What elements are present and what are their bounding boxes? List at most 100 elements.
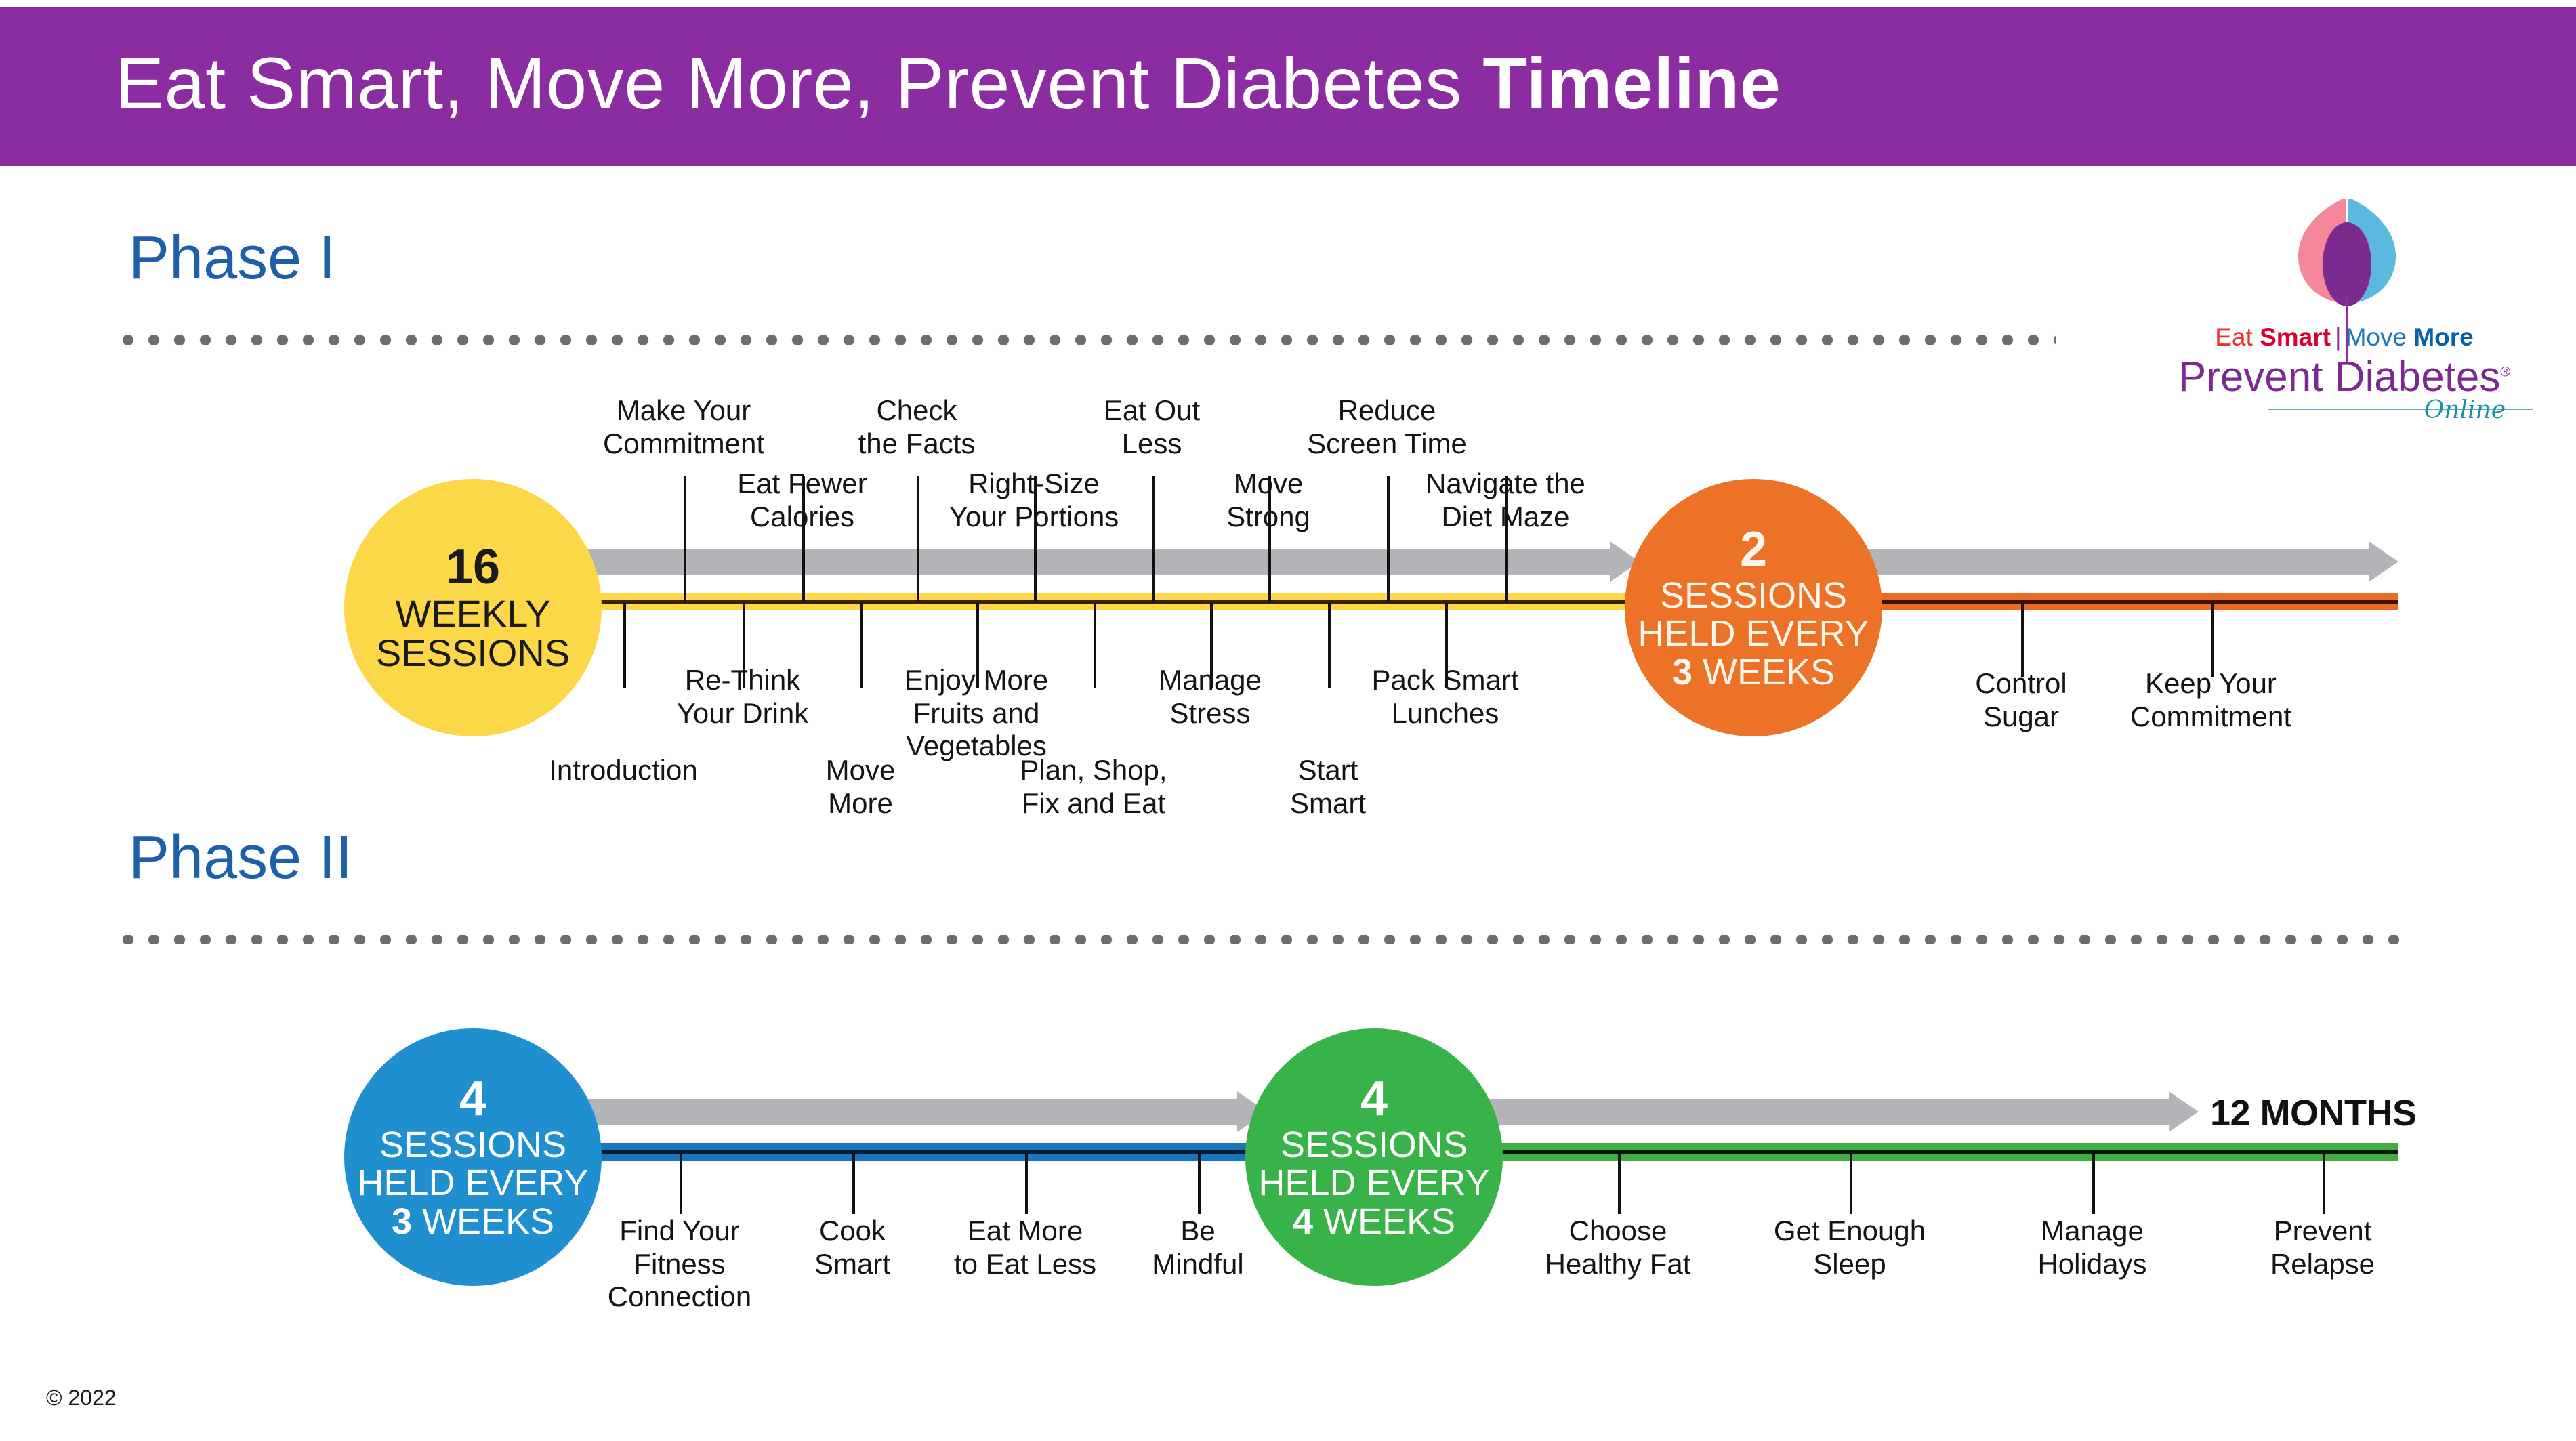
phase1-orange-bar-line	[1829, 600, 2398, 604]
copyright-notice: © 2022	[46, 1385, 117, 1410]
label-be-mindful: Be Mindful	[1152, 1215, 1244, 1280]
label-manage-holidays: Manage Holidays	[2037, 1215, 2147, 1280]
label-pack-smart-lunches: Pack Smart Lunches	[1371, 664, 1519, 729]
phase2-gray-arrow-segment-1	[583, 1091, 1267, 1132]
label-re-think-your-drink: Re-Think Your Drink	[676, 664, 809, 729]
tick-down-2	[743, 603, 745, 688]
label-manage-stress: Manage Stress	[1159, 664, 1262, 729]
logo-underline	[2268, 409, 2533, 410]
tick-down-5	[1094, 603, 1096, 688]
label-check-the-facts: Check the Facts	[858, 394, 976, 459]
tick-down-8	[1445, 603, 1448, 688]
phase2-start-node-number: 4	[459, 1072, 487, 1127]
phase-2-dotted-rule	[115, 935, 2405, 944]
label-move-strong: Move Strong	[1226, 467, 1310, 532]
label-find-your-fitness-connection: Find Your Fitness Connection	[607, 1215, 752, 1313]
logo-tagline: Eat Smart|Move More	[2155, 323, 2534, 352]
tick-up-7	[1387, 476, 1390, 602]
page-title-bold: Timeline	[1482, 42, 1781, 124]
arrow-shaft	[583, 549, 1611, 575]
label-navigate-the-diet-maze: Navigate the Diet Maze	[1426, 467, 1585, 532]
label-plan-shop-fix-and-eat: Plan, Shop, Fix and Eat	[1020, 754, 1167, 819]
logo-eat-smart: Eat Smart	[2215, 323, 2331, 351]
logo-online-script: Online	[2424, 396, 2506, 424]
tick-down-10	[2211, 603, 2214, 677]
tick-down-3	[860, 603, 863, 688]
phase1-yellow-bar-line	[583, 600, 1680, 604]
tick-p2-2	[852, 1153, 855, 1214]
phase1-mid-node-line2: HELD EVERY	[1638, 613, 1869, 654]
tick-up-6	[1268, 476, 1271, 602]
logo-divider: |	[2334, 323, 2342, 351]
arrow-shaft	[583, 1099, 1239, 1125]
phase2-start-node-line1: SESSIONS	[379, 1125, 567, 1166]
tick-up-8	[1505, 476, 1508, 602]
phase1-yellow-bar	[583, 593, 1680, 610]
label-control-sugar: Control Sugar	[1975, 667, 2067, 732]
label-choose-healthy-fat: Choose Healthy Fat	[1545, 1215, 1691, 1280]
header-bar: Eat Smart, Move More, Prevent Diabetes T…	[0, 7, 2576, 166]
phase1-start-node: 16 WEEKLY SESSIONS	[344, 479, 602, 736]
tick-p2-3	[1025, 1153, 1028, 1214]
page-title: Eat Smart, Move More, Prevent Diabetes T…	[115, 41, 1781, 125]
phase-1-heading: Phase I	[129, 224, 336, 292]
arrow-shaft	[1863, 549, 2370, 575]
phase-2-heading: Phase II	[129, 824, 353, 892]
phase1-start-node-line2: SESSIONS	[375, 631, 570, 675]
phase1-orange-bar	[1829, 593, 2398, 610]
label-eat-fewer-calories: Eat Fewer Calories	[737, 467, 867, 532]
phase-1-timeline: Make Your Commitment Check the Facts Eat…	[0, 379, 2576, 819]
tick-up-3	[917, 476, 919, 602]
phase2-mid-node-line2: HELD EVERY	[1258, 1163, 1490, 1204]
phase1-mid-node-line3: 3 WEEKS	[1671, 651, 1835, 692]
label-keep-your-commitment: Keep Your Commitment	[2130, 667, 2292, 732]
tick-down-4	[976, 603, 979, 688]
tulip-logo-icon	[2298, 199, 2396, 306]
tick-p2-6	[1850, 1153, 1852, 1214]
phase2-mid-node: 4 SESSIONS HELD EVERY 4 WEEKS	[1245, 1028, 1503, 1286]
label-right-size-your-portions: Right-Size Your Portions	[949, 467, 1119, 532]
label-eat-out-less: Eat Out Less	[1103, 394, 1201, 459]
tick-up-4	[1034, 476, 1037, 602]
tick-up-2	[802, 476, 805, 602]
phase1-mid-node-line1: SESSIONS	[1659, 575, 1848, 617]
tick-up-1	[684, 476, 686, 602]
phase2-mid-node-line3: 4 WEEKS	[1292, 1200, 1456, 1242]
tick-down-7	[1328, 603, 1331, 688]
tick-p2-4	[1198, 1153, 1201, 1214]
twelve-months-label: 12 MONTHS	[2210, 1093, 2417, 1133]
phase2-start-node: 4 SESSIONS HELD EVERY 3 WEEKS	[344, 1028, 602, 1286]
phase1-gray-arrow-segment-1	[583, 541, 1640, 582]
phase2-mid-node-number: 4	[1360, 1072, 1388, 1127]
page-title-light: Eat Smart, Move More, Prevent Diabetes	[115, 42, 1483, 124]
phase-1-dotted-rule	[115, 335, 2056, 345]
phase2-gray-arrow-segment-2	[1484, 1091, 2199, 1132]
logo-stem	[2346, 295, 2348, 362]
tick-down-6	[1210, 603, 1213, 688]
label-reduce-screen-time: Reduce Screen Time	[1307, 394, 1467, 459]
phase1-start-node-number: 16	[445, 540, 501, 595]
phase1-gray-arrow-segment-2	[1863, 541, 2398, 582]
logo: Eat Smart|Move More Prevent Diabetes® On…	[2155, 193, 2534, 430]
phase2-start-node-line3: 3 WEEKS	[391, 1200, 555, 1242]
phase-2-timeline: 12 MONTHS Find Your Fitness Connection C…	[0, 969, 2576, 1328]
phase2-blue-bar-line	[583, 1150, 1308, 1154]
label-enjoy-more-fruits-and-vegetables: Enjoy More Fruits and Vegetables	[904, 664, 1049, 762]
label-introduction: Introduction	[549, 754, 698, 786]
tick-p2-1	[680, 1153, 682, 1214]
arrow-head-icon	[2169, 1091, 2199, 1132]
registered-mark: ®	[2500, 364, 2511, 380]
tick-p2-5	[1618, 1153, 1621, 1214]
arrow-shaft	[1484, 1099, 2170, 1125]
phase1-mid-node-number: 2	[1739, 522, 1768, 577]
label-prevent-relapse: Prevent Relapse	[2270, 1215, 2375, 1280]
arrow-head-icon	[2369, 541, 2398, 582]
label-move-more: Move More	[825, 754, 896, 819]
tick-down-9	[2021, 603, 2024, 677]
phase1-mid-node: 2 SESSIONS HELD EVERY 3 WEEKS	[1625, 479, 1882, 736]
tick-down-1	[623, 603, 626, 688]
logo-move-more: Move More	[2345, 323, 2474, 351]
logo-brand: Prevent Diabetes®	[2178, 354, 2511, 400]
label-cook-smart: Cook Smart	[814, 1215, 891, 1280]
label-eat-more-to-eat-less: Eat More to Eat Less	[953, 1215, 1097, 1280]
